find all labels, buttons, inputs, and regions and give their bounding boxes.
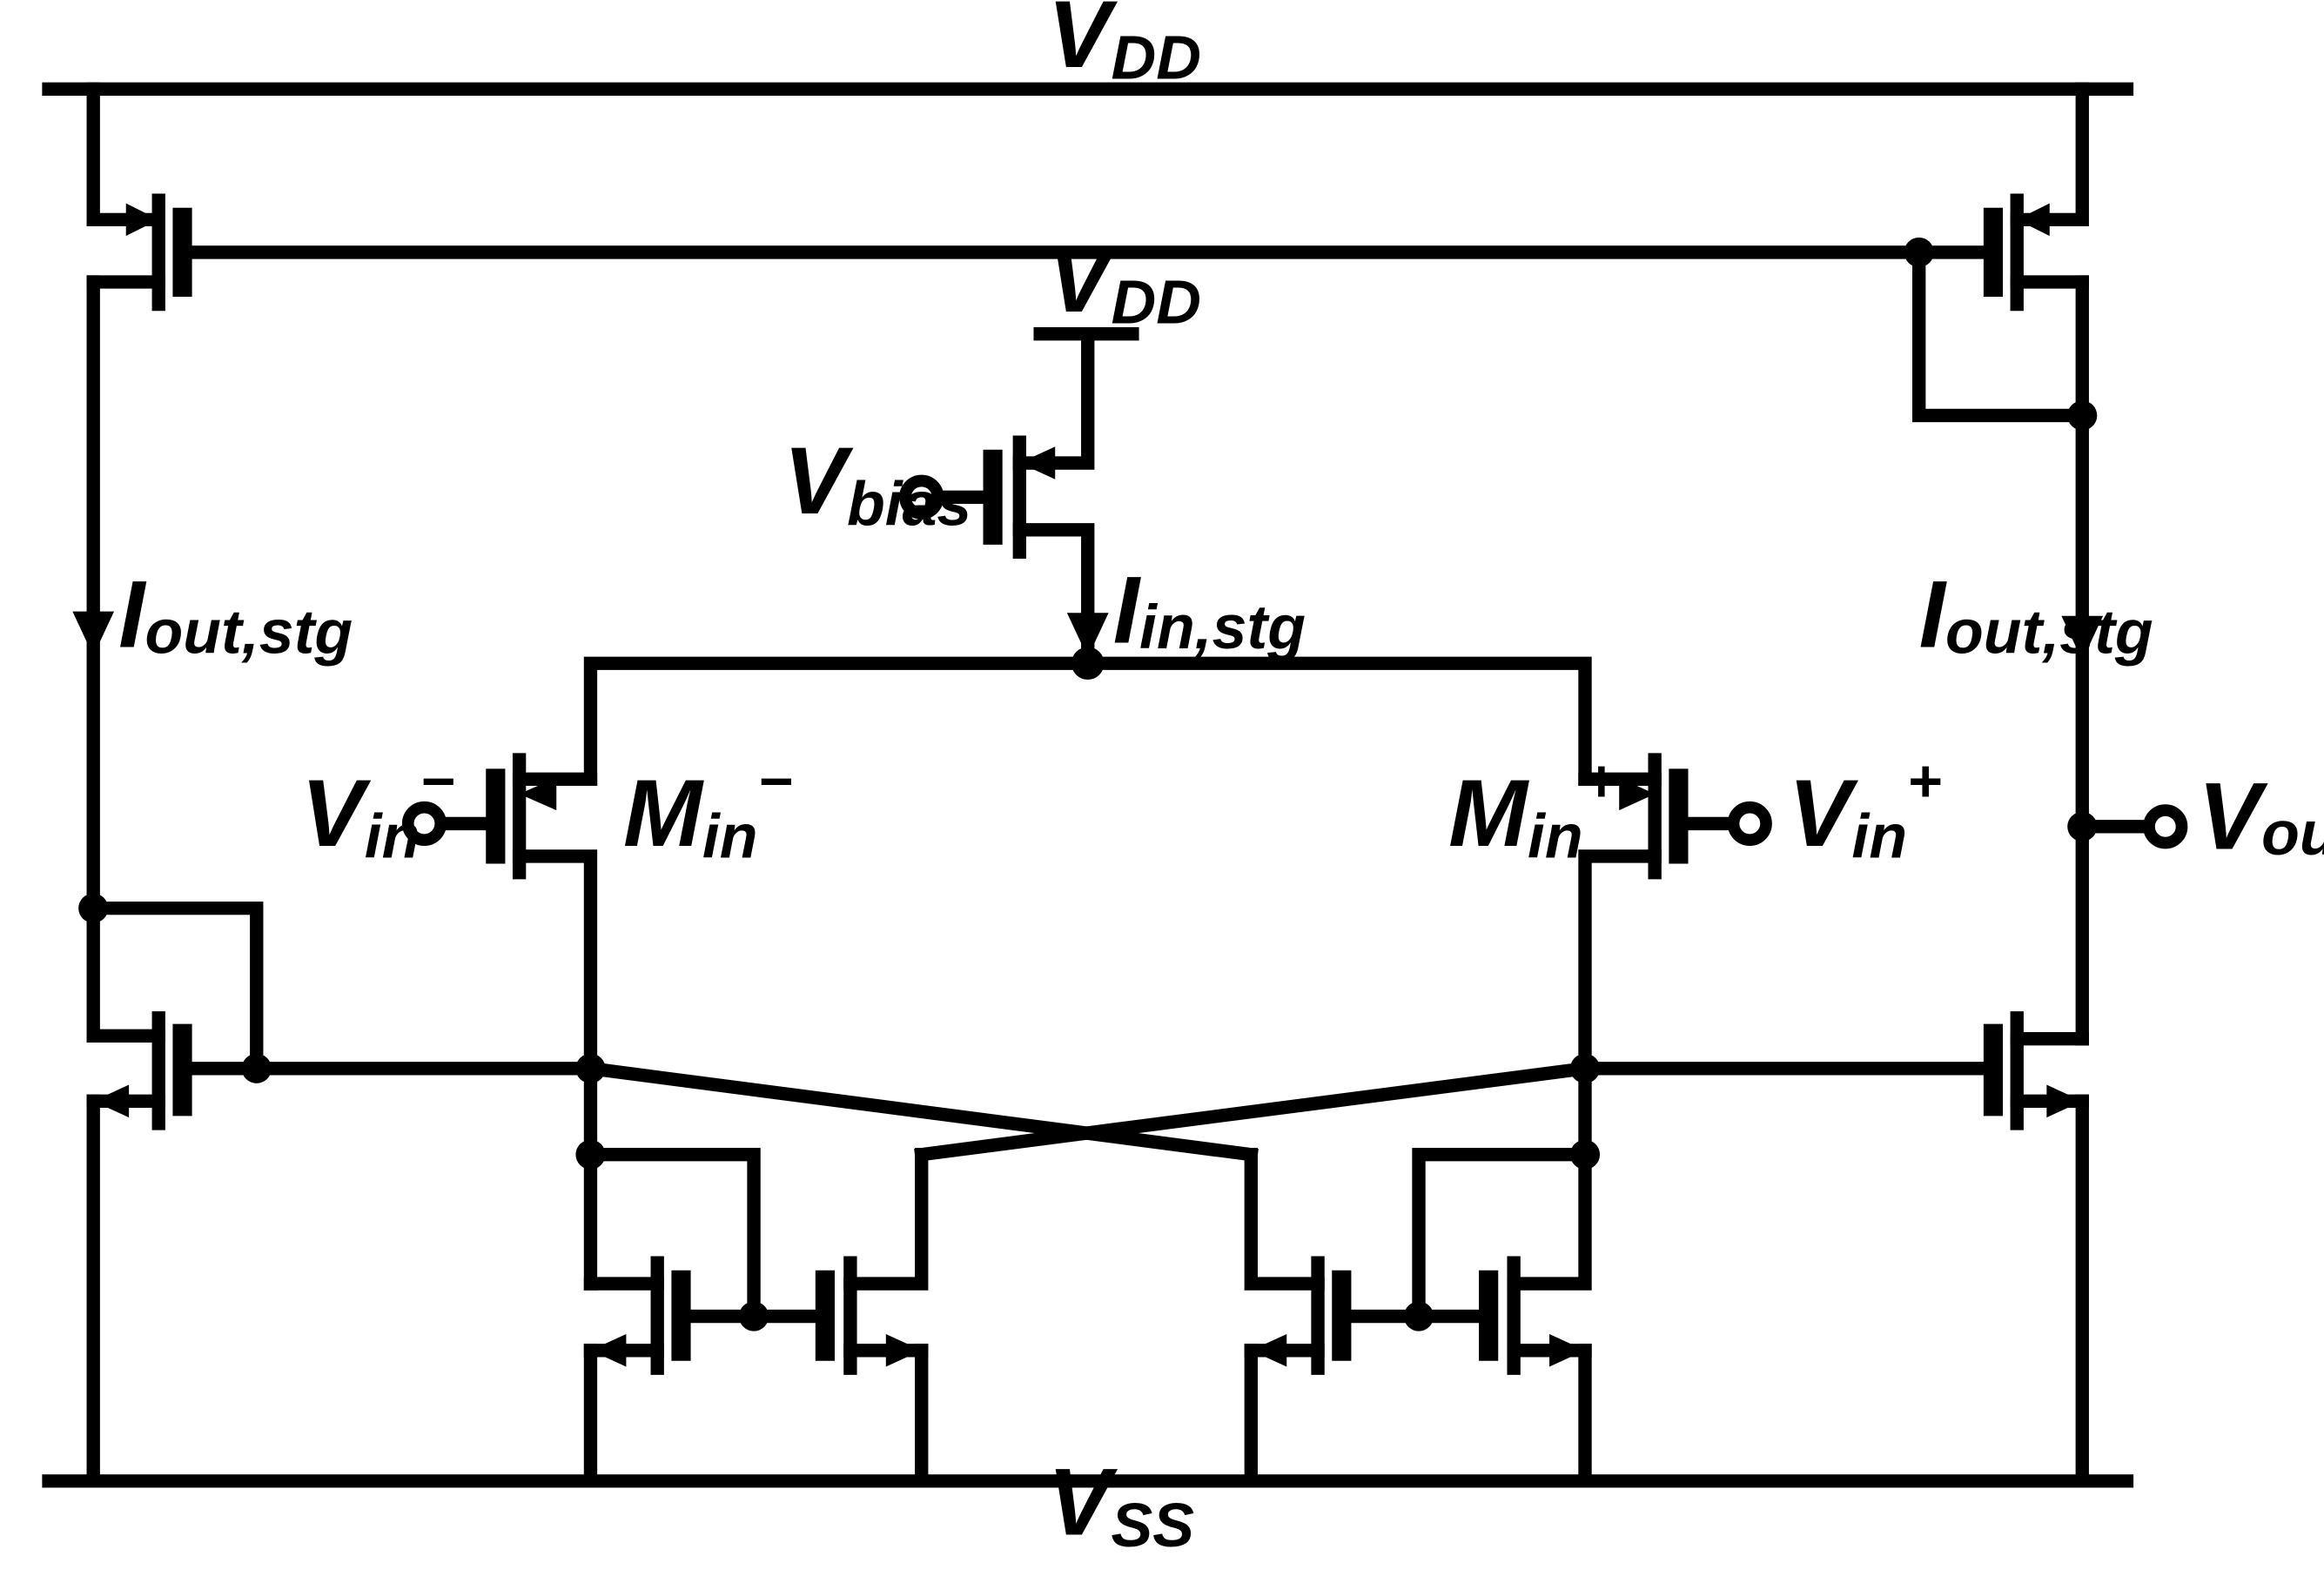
pmos-min-plus xyxy=(1578,753,1741,1076)
node-dot xyxy=(1403,1301,1434,1331)
vin-minus-terminal xyxy=(401,801,447,847)
node-dot xyxy=(241,1053,272,1083)
pmos-bias xyxy=(932,327,1139,670)
label-iin-stg: Iin,stg xyxy=(1113,557,1306,663)
label-min-minus: Min− xyxy=(623,748,792,872)
node-dot xyxy=(1904,237,1934,267)
pmos-min-minus xyxy=(433,753,598,1076)
nmos-pair-left xyxy=(583,1062,929,1488)
vin-plus-terminal xyxy=(1727,801,1772,847)
label-vdd-mid: VDD xyxy=(1048,226,1201,338)
pmos-top-left xyxy=(86,82,192,312)
nmos-left-mirror xyxy=(86,901,264,1488)
label-vdd-top: VDD xyxy=(1048,0,1201,92)
current-arrow-left xyxy=(72,611,115,656)
cross-wire-b xyxy=(914,1061,1593,1163)
node-dot xyxy=(2067,811,2098,842)
nmos-output xyxy=(1983,1011,2089,1488)
label-iout-stg-right: Iout,stg xyxy=(1919,561,2153,667)
pmos-top-right xyxy=(1912,82,2089,423)
label-vin-minus: Vin− xyxy=(301,748,454,872)
cross-wire-a xyxy=(582,1061,1259,1163)
node-dot xyxy=(1569,1139,1601,1170)
label-min-plus: Min+ xyxy=(1448,748,1617,872)
label-vbias: Vbias xyxy=(783,428,971,540)
node-dot xyxy=(575,1139,606,1170)
label-vss: VSS xyxy=(1048,1449,1195,1560)
current-arrow-right xyxy=(2061,615,2104,661)
node-dot xyxy=(78,893,109,923)
nmos-pair-right xyxy=(1244,1062,1592,1488)
label-vin-plus: Vin+ xyxy=(1789,748,1942,872)
node-dot xyxy=(1071,647,1105,681)
label-iout-stg-left: Iout,stg xyxy=(118,561,353,667)
vbias-terminal xyxy=(899,474,944,520)
label-vout: Vout xyxy=(2198,763,2324,869)
vout-terminal xyxy=(2143,804,2188,849)
node-dot xyxy=(738,1301,769,1331)
tail-node-bus xyxy=(583,656,1592,786)
